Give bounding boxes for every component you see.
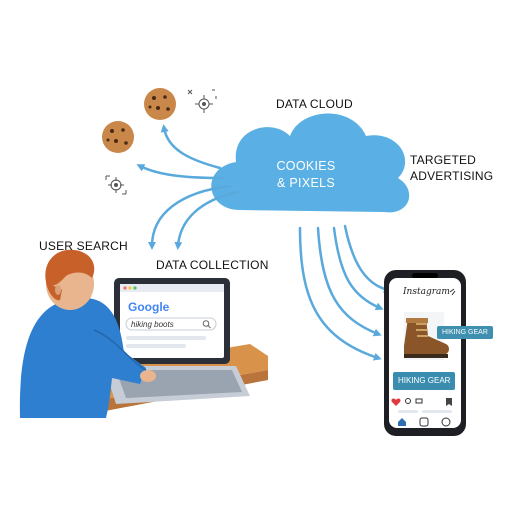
data-collection-arrows bbox=[136, 124, 240, 250]
cookie-icon bbox=[144, 88, 176, 120]
data-collection-label: DATA COLLECTION bbox=[156, 258, 269, 272]
data-cloud-label: DATA CLOUD bbox=[276, 97, 353, 111]
person bbox=[19, 249, 156, 418]
arrow-to-cookie-top bbox=[160, 124, 222, 170]
ad-banner-text: HIKING GEAR bbox=[398, 376, 451, 385]
search-engine-logo: Google bbox=[128, 300, 170, 314]
cloud-text: COOKIES & PIXELS bbox=[251, 158, 361, 192]
arrow-to-phone-2 bbox=[316, 226, 382, 337]
cloud-line-2: & PIXELS bbox=[277, 176, 335, 190]
targeted-line-1: TARGETED bbox=[410, 153, 477, 167]
arrow-to-laptop-1 bbox=[148, 184, 232, 250]
nav-icon bbox=[419, 417, 429, 427]
ad-banner[interactable]: HIKING GEAR bbox=[393, 372, 455, 390]
cloud-line-1: COOKIES bbox=[276, 159, 336, 173]
laptop bbox=[104, 278, 250, 404]
targeted-ad-arrows bbox=[298, 224, 392, 361]
targeted-advertising-label: TARGETED ADVERTISING bbox=[410, 152, 493, 184]
app-name: Instagram bbox=[403, 287, 450, 297]
profile-icon bbox=[441, 417, 451, 427]
arrow-to-cookie-left bbox=[136, 164, 224, 180]
arrow-to-phone-1 bbox=[298, 226, 382, 361]
cookie-icon bbox=[102, 121, 134, 153]
search-box bbox=[125, 317, 217, 331]
arrow-to-phone-4 bbox=[343, 224, 392, 293]
home-icon bbox=[398, 418, 406, 426]
data-cloud bbox=[211, 113, 410, 213]
search-query-text[interactable]: hiking boots bbox=[131, 320, 174, 329]
tracking-pixel-icon bbox=[105, 175, 127, 195]
targeted-line-2: ADVERTISING bbox=[410, 169, 494, 183]
arrow-to-phone-3 bbox=[332, 226, 384, 311]
heart-icon bbox=[391, 398, 401, 406]
boot-icon bbox=[404, 318, 449, 358]
search-icon bbox=[202, 320, 211, 329]
user-search-label: USER SEARCH bbox=[39, 239, 128, 253]
arrow-to-laptop-2 bbox=[174, 190, 240, 250]
ad-card[interactable]: HIKING GEAR bbox=[437, 326, 493, 339]
tracking-pixel-icon bbox=[187, 89, 217, 113]
